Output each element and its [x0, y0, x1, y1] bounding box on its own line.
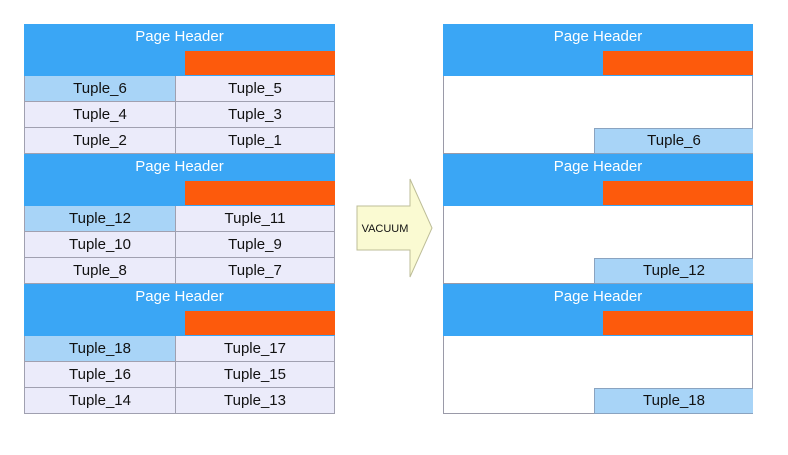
tuple-cell: Tuple_14: [24, 388, 176, 414]
tuple-cell: Tuple_8: [24, 258, 176, 284]
page-header: Page Header: [443, 154, 753, 206]
tuple-cell: Tuple_9: [176, 232, 335, 258]
header-pointer-block: [603, 181, 753, 205]
tuple-cell: Tuple_4: [24, 102, 176, 128]
tuple-cell: Tuple_12: [594, 258, 753, 284]
header-pointer-block: [603, 311, 753, 335]
page-header: Page Header: [24, 24, 335, 76]
tuple-cell: Tuple_5: [176, 76, 335, 102]
tuple-cell: Tuple_17: [176, 336, 335, 362]
tuple-cell: Tuple_7: [176, 258, 335, 284]
tuple-cell: Tuple_16: [24, 362, 176, 388]
tuple-cell: Tuple_1: [176, 128, 335, 154]
header-pointer-block: [185, 181, 335, 205]
tuple-cell: Tuple_3: [176, 102, 335, 128]
header-pointer-block: [185, 51, 335, 75]
vacuum-arrow-shape: [356, 178, 433, 278]
tuple-cell: Tuple_15: [176, 362, 335, 388]
vacuum-arrow: VACUUM: [356, 178, 433, 278]
tuple-cell: Tuple_12: [24, 206, 176, 232]
vacuum-label: VACUUM: [362, 223, 409, 235]
tuple-cell: Tuple_13: [176, 388, 335, 414]
tuple-cell: Tuple_6: [24, 76, 176, 102]
tuple-cell: Tuple_6: [594, 128, 753, 154]
tuple-cell: Tuple_18: [594, 388, 753, 414]
header-pointer-block: [185, 311, 335, 335]
tuple-cell: Tuple_11: [176, 206, 335, 232]
header-pointer-block: [603, 51, 753, 75]
tuple-cell: Tuple_10: [24, 232, 176, 258]
tuple-cell: Tuple_2: [24, 128, 176, 154]
tuple-cell: Tuple_18: [24, 336, 176, 362]
